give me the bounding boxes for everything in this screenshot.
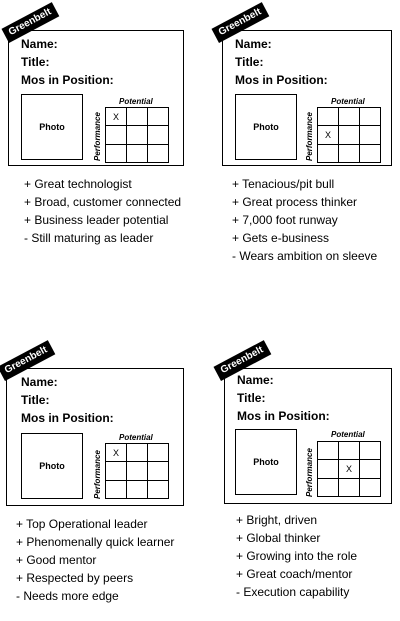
grid-cell <box>127 462 148 481</box>
notes-list-4: + Bright, driven + Global thinker + Grow… <box>236 513 396 603</box>
note-item: - Execution capability <box>236 585 350 599</box>
note-item: + Great technologist <box>24 177 132 191</box>
name-field: Name: <box>237 373 274 387</box>
potential-label: Potential <box>119 433 153 442</box>
grid-cell <box>360 144 381 163</box>
grid-cell: X <box>106 108 127 127</box>
profile-card-1: Name: Title: Mos in Position: Photo Pote… <box>1 2 184 166</box>
grid-cell <box>127 480 148 499</box>
note-item: + Gets e-business <box>232 231 330 245</box>
notes-list-3: + Top Operational leader + Phenomenally … <box>16 517 186 607</box>
nine-box-grid: X <box>105 107 169 163</box>
months-in-position-field: Mos in Position: <box>235 73 328 87</box>
grid-cell <box>318 460 339 479</box>
notes-list-2: + Tenacious/pit bull + Great process thi… <box>232 177 392 267</box>
grid-cell <box>148 462 169 481</box>
note-item: + Respected by peers <box>16 571 134 585</box>
grid-cell <box>106 144 127 163</box>
potential-label: Potential <box>119 97 153 106</box>
grid-cell <box>318 108 339 127</box>
title-field: Title: <box>237 391 266 405</box>
grid-cell <box>360 442 381 461</box>
grid-cell <box>360 108 381 127</box>
note-item: - Needs more edge <box>16 589 119 603</box>
note-item: + Good mentor <box>16 553 97 567</box>
profile-card-2: Name: Title: Mos in Position: Photo Pote… <box>211 2 392 166</box>
grid-cell <box>127 108 148 127</box>
grid-cell <box>339 126 360 145</box>
note-item: + Global thinker <box>236 531 321 545</box>
grid-cell <box>339 144 360 163</box>
grid-marker: X <box>345 463 352 474</box>
note-item: - Wears ambition on sleeve <box>232 249 378 263</box>
grid-cell <box>106 126 127 145</box>
photo-placeholder: Photo <box>235 429 297 495</box>
grid-cell <box>318 478 339 497</box>
grid-marker: X <box>112 111 119 122</box>
performance-label: Performance <box>305 448 314 497</box>
grid-cell <box>148 108 169 127</box>
title-field: Title: <box>21 393 50 407</box>
note-item: + Great process thinker <box>232 195 358 209</box>
photo-placeholder: Photo <box>235 94 297 160</box>
performance-label: Performance <box>305 112 314 161</box>
performance-label: Performance <box>93 112 102 161</box>
grid-marker: X <box>112 447 119 458</box>
note-item: + Phenomenally quick learner <box>16 535 175 549</box>
grid-cell <box>360 460 381 479</box>
grid-cell <box>106 462 127 481</box>
potential-label: Potential <box>331 97 365 106</box>
name-field: Name: <box>21 37 58 51</box>
nine-box-grid: X <box>317 107 381 163</box>
performance-label: Performance <box>93 450 102 499</box>
note-item: + 7,000 foot runway <box>232 213 338 227</box>
title-field: Title: <box>21 55 50 69</box>
photo-placeholder: Photo <box>21 94 83 160</box>
note-item: + Top Operational leader <box>16 517 148 531</box>
grid-cell <box>127 144 148 163</box>
note-item: + Tenacious/pit bull <box>232 177 335 191</box>
grid-cell: X <box>339 460 360 479</box>
months-in-position-field: Mos in Position: <box>21 411 114 425</box>
grid-cell: X <box>106 444 127 463</box>
photo-placeholder: Photo <box>21 433 83 499</box>
note-item: + Growing into the role <box>236 549 358 563</box>
note-item: + Bright, driven <box>236 513 318 527</box>
note-item: + Business leader potential <box>24 213 169 227</box>
title-field: Title: <box>235 55 264 69</box>
grid-cell <box>318 144 339 163</box>
name-field: Name: <box>21 375 58 389</box>
grid-cell <box>318 442 339 461</box>
grid-cell <box>339 108 360 127</box>
grid-cell: X <box>318 126 339 145</box>
months-in-position-field: Mos in Position: <box>21 73 114 87</box>
profile-card-3: Name: Title: Mos in Position: Photo Pote… <box>0 340 184 506</box>
grid-cell <box>148 144 169 163</box>
grid-marker: X <box>324 129 331 140</box>
grid-cell <box>127 126 148 145</box>
grid-cell <box>148 480 169 499</box>
grid-cell <box>106 480 127 499</box>
potential-label: Potential <box>331 430 365 439</box>
note-item: + Great coach/mentor <box>236 567 353 581</box>
note-item: - Still maturing as leader <box>24 231 154 245</box>
grid-cell <box>360 478 381 497</box>
nine-box-grid: X <box>317 441 381 497</box>
months-in-position-field: Mos in Position: <box>237 409 330 423</box>
grid-cell <box>339 442 360 461</box>
grid-cell <box>360 126 381 145</box>
name-field: Name: <box>235 37 272 51</box>
grid-cell <box>148 444 169 463</box>
profile-card-4: Name: Title: Mos in Position: Photo Pote… <box>213 340 392 504</box>
note-item: + Broad, customer connected <box>24 195 182 209</box>
grid-cell <box>339 478 360 497</box>
grid-cell <box>127 444 148 463</box>
nine-box-grid: X <box>105 443 169 499</box>
grid-cell <box>148 126 169 145</box>
notes-list-1: + Great technologist + Broad, customer c… <box>24 177 184 249</box>
